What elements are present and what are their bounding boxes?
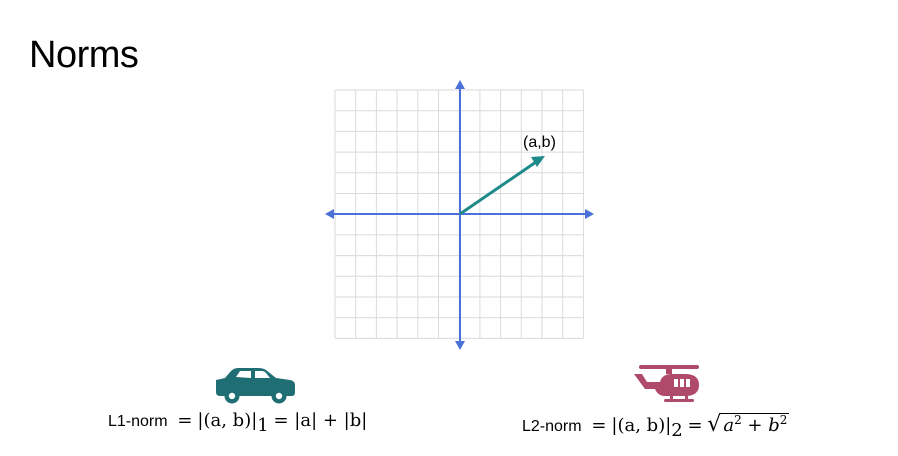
l2-norm-formula: L2-norm =|(a, b)|2 = √a2 + b2 <box>522 412 790 441</box>
l2-rhs: = <box>687 415 703 436</box>
l1-norm-formula: L1-norm =|(a, b)|1 = |a| + |b| <box>108 410 367 436</box>
axes <box>325 80 594 350</box>
l1-equals: = <box>177 410 193 431</box>
vector-line <box>459 160 537 216</box>
x-axis-arrow-left <box>325 209 334 219</box>
y-axis-arrow-up <box>455 80 465 89</box>
l1-rhs: = |a| + |b| <box>273 410 368 431</box>
l2-norm-label: L2-norm <box>522 418 582 435</box>
y-axis-arrow-down <box>455 341 465 350</box>
l2-subscript: 2 <box>671 420 683 441</box>
x-axis-arrow-right <box>585 209 594 219</box>
l1-lhs: |(a, b)| <box>197 410 258 431</box>
l1-subscript: 1 <box>257 415 269 436</box>
page-title: Norms <box>29 34 139 76</box>
vector-group <box>459 156 545 216</box>
l2-lhs: |(a, b)| <box>611 415 672 436</box>
l1-norm-label: L1-norm <box>108 413 168 430</box>
helicopter-icon <box>634 365 699 402</box>
car-icon <box>216 368 295 404</box>
point-label: (a,b) <box>523 134 556 151</box>
square-root-expression: √a2 + b2 <box>707 412 790 437</box>
vector-arrowhead <box>531 156 545 167</box>
l2-equals: = <box>591 415 607 436</box>
